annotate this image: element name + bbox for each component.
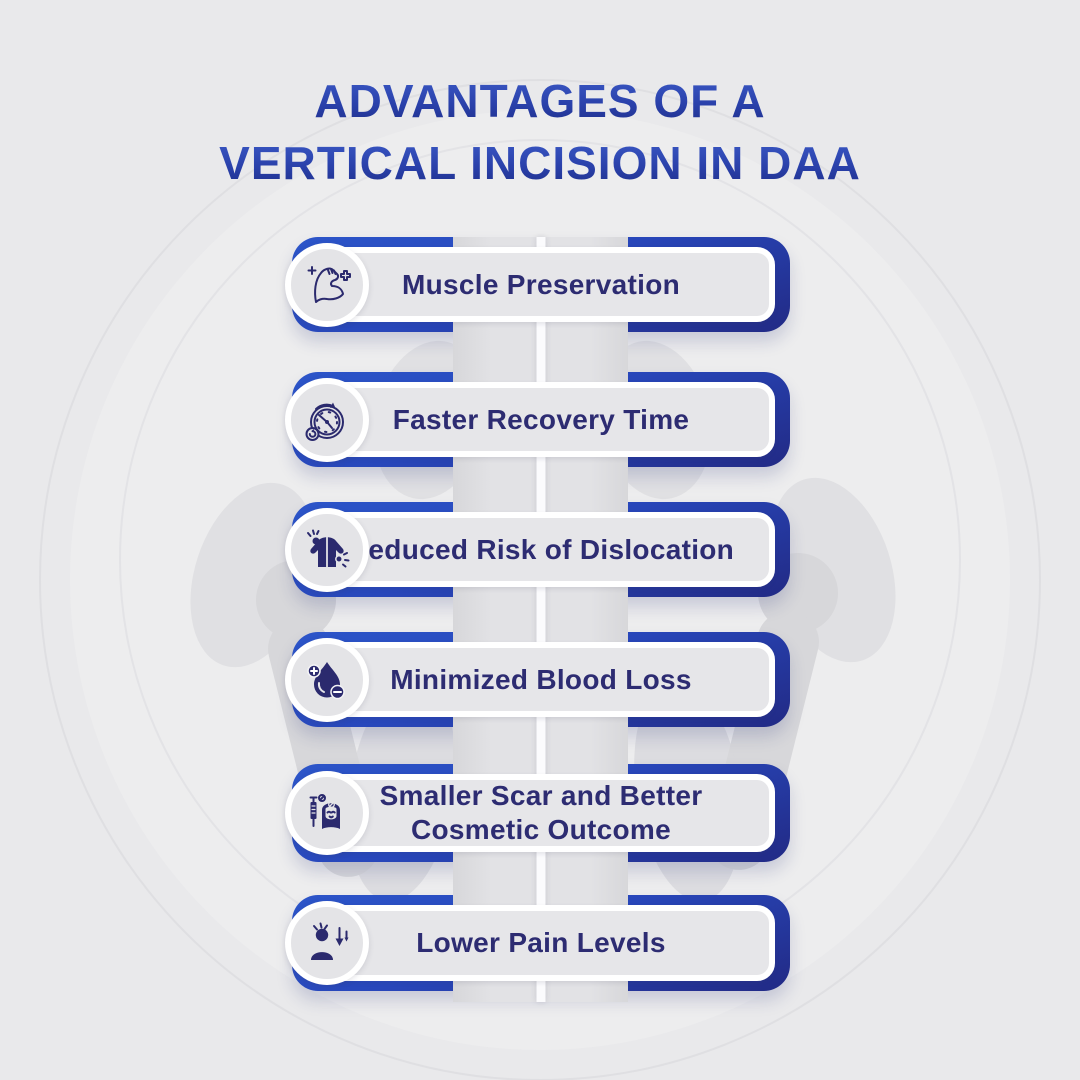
muscle-preservation-icon (307, 265, 351, 303)
speedometer-icon (305, 402, 344, 441)
card-label: Reduced Risk of Dislocation (347, 533, 735, 565)
advantage-card: Minimized Blood Loss (285, 632, 790, 727)
page-title: ADVANTAGES OF A VERTICAL INCISION IN DAA (0, 70, 1080, 194)
advantage-card: Reduced Risk of Dislocation (285, 502, 790, 597)
pain-reduction-icon (311, 922, 349, 960)
advantage-card: Lower Pain Levels (285, 895, 790, 991)
card-body: Minimized Blood Loss (307, 642, 775, 717)
spine-band-center-line (536, 237, 545, 1002)
card-body: Smaller Scar and Better Cosmetic Outcome (307, 774, 775, 852)
hip-dislocation-icon (307, 529, 350, 568)
icon-badge (285, 637, 369, 722)
icon-badge (285, 771, 369, 855)
advantage-card: Smaller Scar and Better Cosmetic Outcome (285, 764, 790, 862)
card-body: Muscle Preservation (307, 247, 775, 322)
page-title-line-1: ADVANTAGES OF A (0, 70, 1080, 132)
card-body: Reduced Risk of Dislocation (307, 512, 775, 587)
blood-drop-icon (307, 661, 345, 699)
spine-band (453, 237, 628, 1002)
card-label: Smaller Scar and Better Cosmetic Outcome (379, 780, 703, 845)
card-label: Minimized Blood Loss (390, 663, 692, 695)
advantage-card: Faster Recovery Time (285, 372, 790, 467)
icon-badge (285, 242, 369, 327)
icon-badge (285, 507, 369, 592)
advantage-card: Muscle Preservation (285, 237, 790, 332)
card-body: Lower Pain Levels (307, 905, 775, 981)
card-label: Faster Recovery Time (392, 403, 690, 435)
card-label: Lower Pain Levels (416, 927, 666, 958)
icon-badge (285, 901, 369, 985)
icon-badge (285, 377, 369, 462)
page-title-line-2: VERTICAL INCISION IN DAA (0, 132, 1080, 194)
cosmetic-outcome-icon (309, 794, 340, 829)
card-label: Muscle Preservation (401, 268, 681, 300)
card-body: Faster Recovery Time (307, 382, 775, 457)
